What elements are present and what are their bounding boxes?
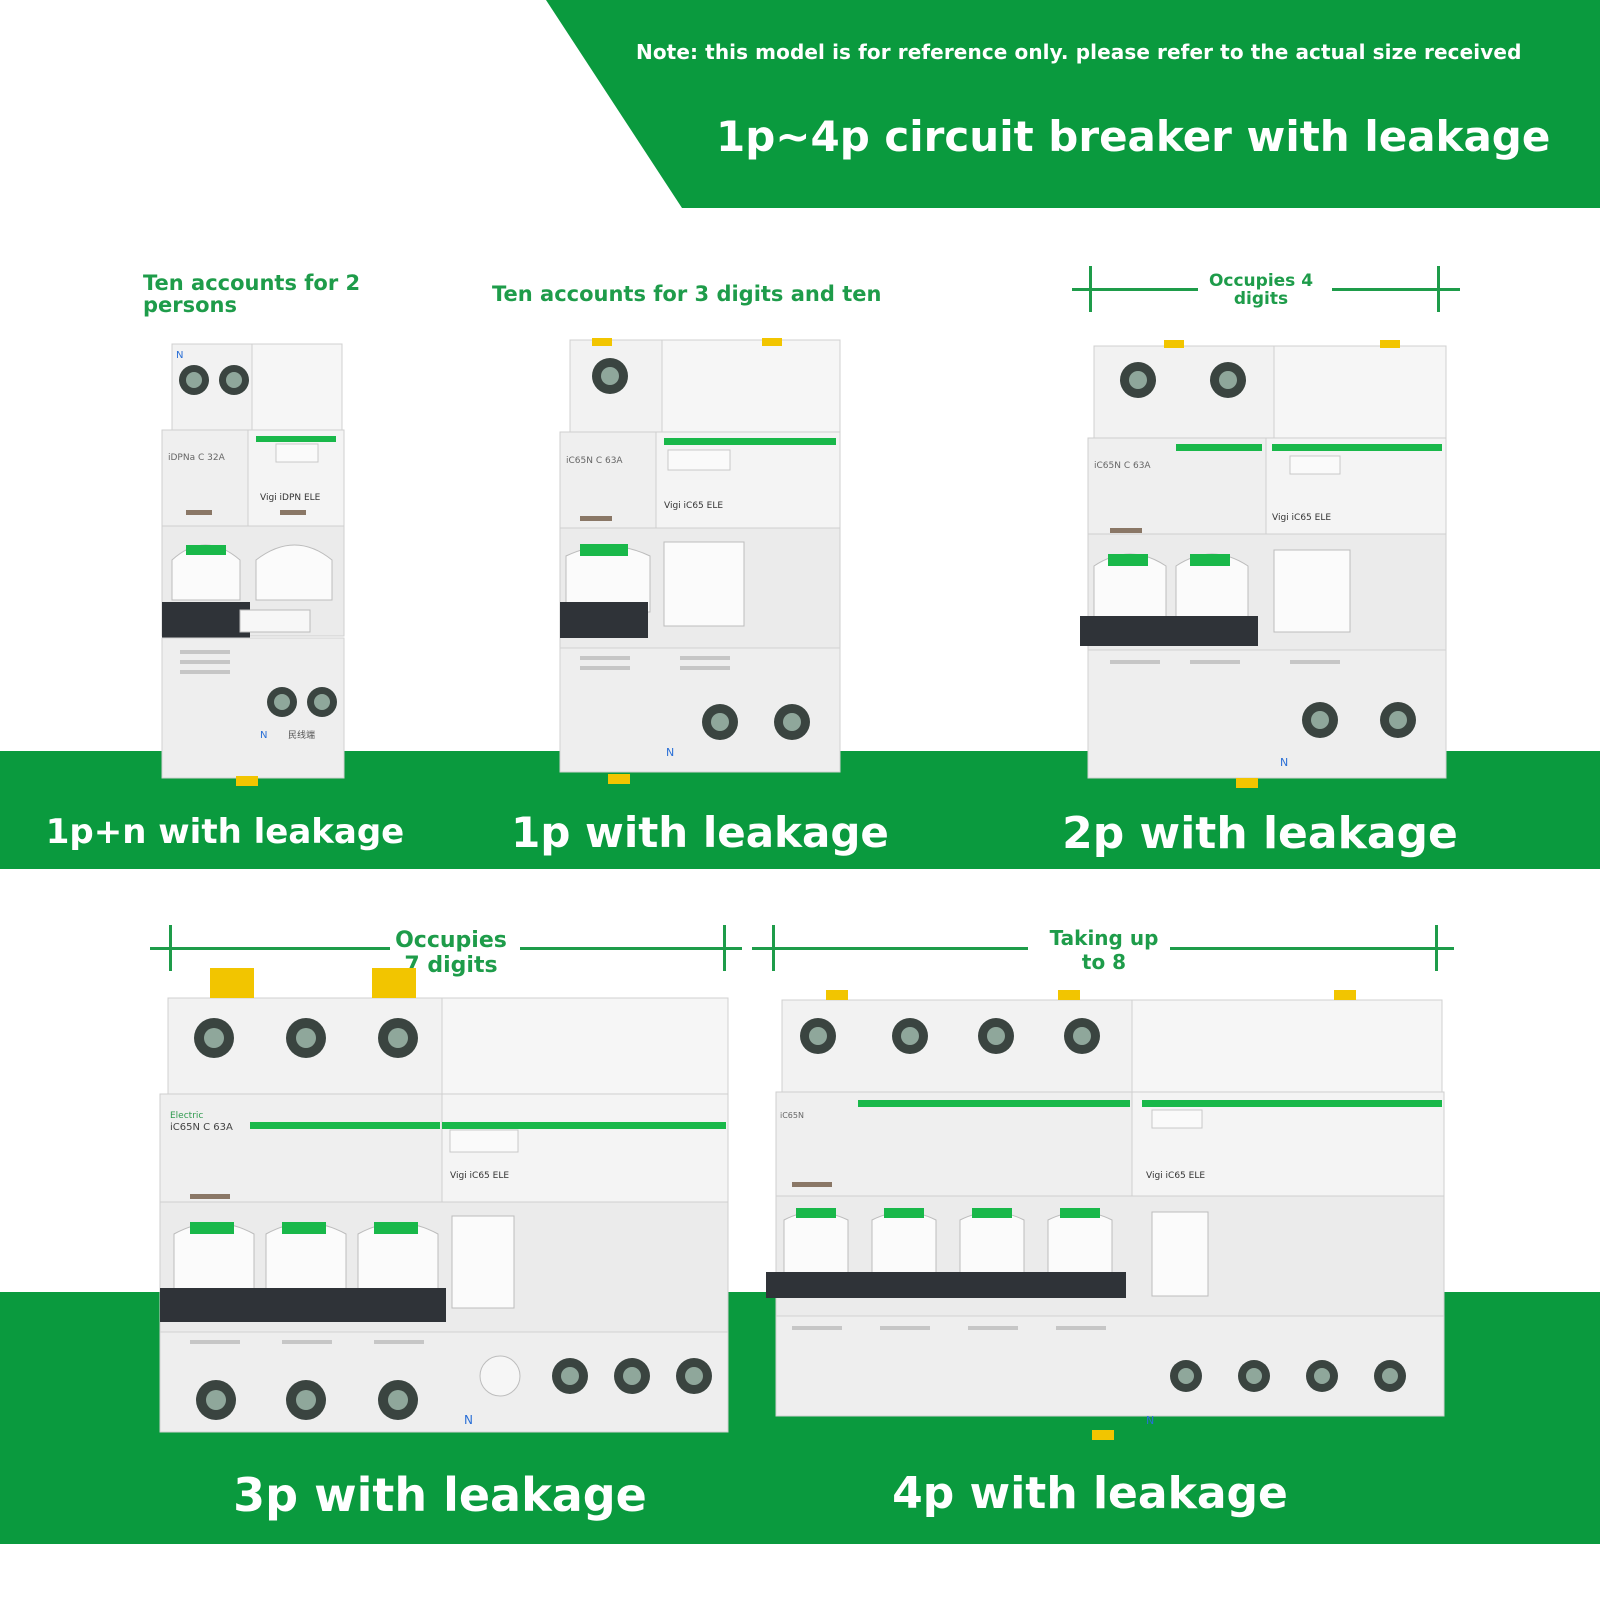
svg-text:Electric: Electric	[170, 1111, 203, 1121]
label-4p: 4p with leakage	[892, 1468, 1288, 1519]
dimension-tick	[723, 925, 726, 971]
breaker-1pn-image: N iDPNa C 32A Vigi iDPN ELE N ⺠线端	[161, 343, 345, 786]
svg-text:N: N	[1280, 756, 1288, 769]
label-1pn: 1p+n with leakage	[45, 812, 405, 852]
dimension-tick	[1435, 925, 1438, 971]
svg-text:iDPNa C 32A: iDPNa C 32A	[168, 453, 226, 463]
svg-text:iC65N C 63A: iC65N C 63A	[170, 1122, 233, 1133]
dimension-tick	[1437, 266, 1440, 312]
svg-text:Vigi iC65 ELE: Vigi iC65 ELE	[450, 1171, 509, 1181]
neutral-mark: N	[176, 350, 183, 361]
label-2p: 2p with leakage	[1062, 808, 1458, 859]
label-1p: 1p with leakage	[511, 808, 889, 857]
svg-text:N: N	[666, 746, 674, 759]
annotation-1p: Ten accounts for 3 digits and ten	[492, 282, 882, 306]
breaker-4p-image: iC65N Vigi iC65 ELE N	[766, 990, 1445, 1440]
dimension-line	[1332, 288, 1460, 291]
svg-text:N: N	[1146, 1414, 1154, 1427]
svg-text:iC65N C 63A: iC65N C 63A	[1094, 461, 1151, 471]
svg-text:Vigi iC65 ELE: Vigi iC65 ELE	[1272, 513, 1331, 523]
dimension-line	[520, 947, 742, 950]
annotation-2p: Occupies 4 digits	[1208, 271, 1314, 309]
svg-text:N: N	[260, 730, 267, 741]
svg-text:Vigi iC65 ELE: Vigi iC65 ELE	[664, 501, 723, 511]
label-3p: 3p with leakage	[233, 1468, 647, 1522]
svg-text:Vigi iC65 ELE: Vigi iC65 ELE	[1146, 1171, 1205, 1181]
svg-text:Vigi iDPN ELE: Vigi iDPN ELE	[260, 493, 321, 503]
dimension-line	[150, 947, 390, 950]
svg-text:iC65N: iC65N	[780, 1111, 804, 1120]
dimension-line	[752, 947, 1028, 950]
svg-text:N: N	[464, 1413, 473, 1427]
breaker-3p-image: Electric iC65N C 63A Vigi iC65 ELE N	[159, 968, 729, 1433]
svg-text:⺠线端: ⺠线端	[288, 729, 315, 741]
breaker-2p-image: iC65N C 63A Vigi iC65 ELE N	[1080, 340, 1447, 788]
annotation-1pn: Ten accounts for 2 persons	[143, 271, 361, 317]
header-banner	[546, 0, 1600, 208]
svg-text:iC65N C 63A: iC65N C 63A	[566, 456, 623, 466]
breaker-1p-image: iC65N C 63A Vigi iC65 ELE N	[559, 338, 841, 784]
reference-note: Note: this model is for reference only. …	[636, 40, 1522, 64]
dimension-line	[1072, 288, 1198, 291]
annotation-4p: Taking up to 8	[1049, 926, 1159, 974]
page-title: 1p~4p circuit breaker with leakage	[716, 112, 1551, 161]
dimension-line	[1170, 947, 1454, 950]
